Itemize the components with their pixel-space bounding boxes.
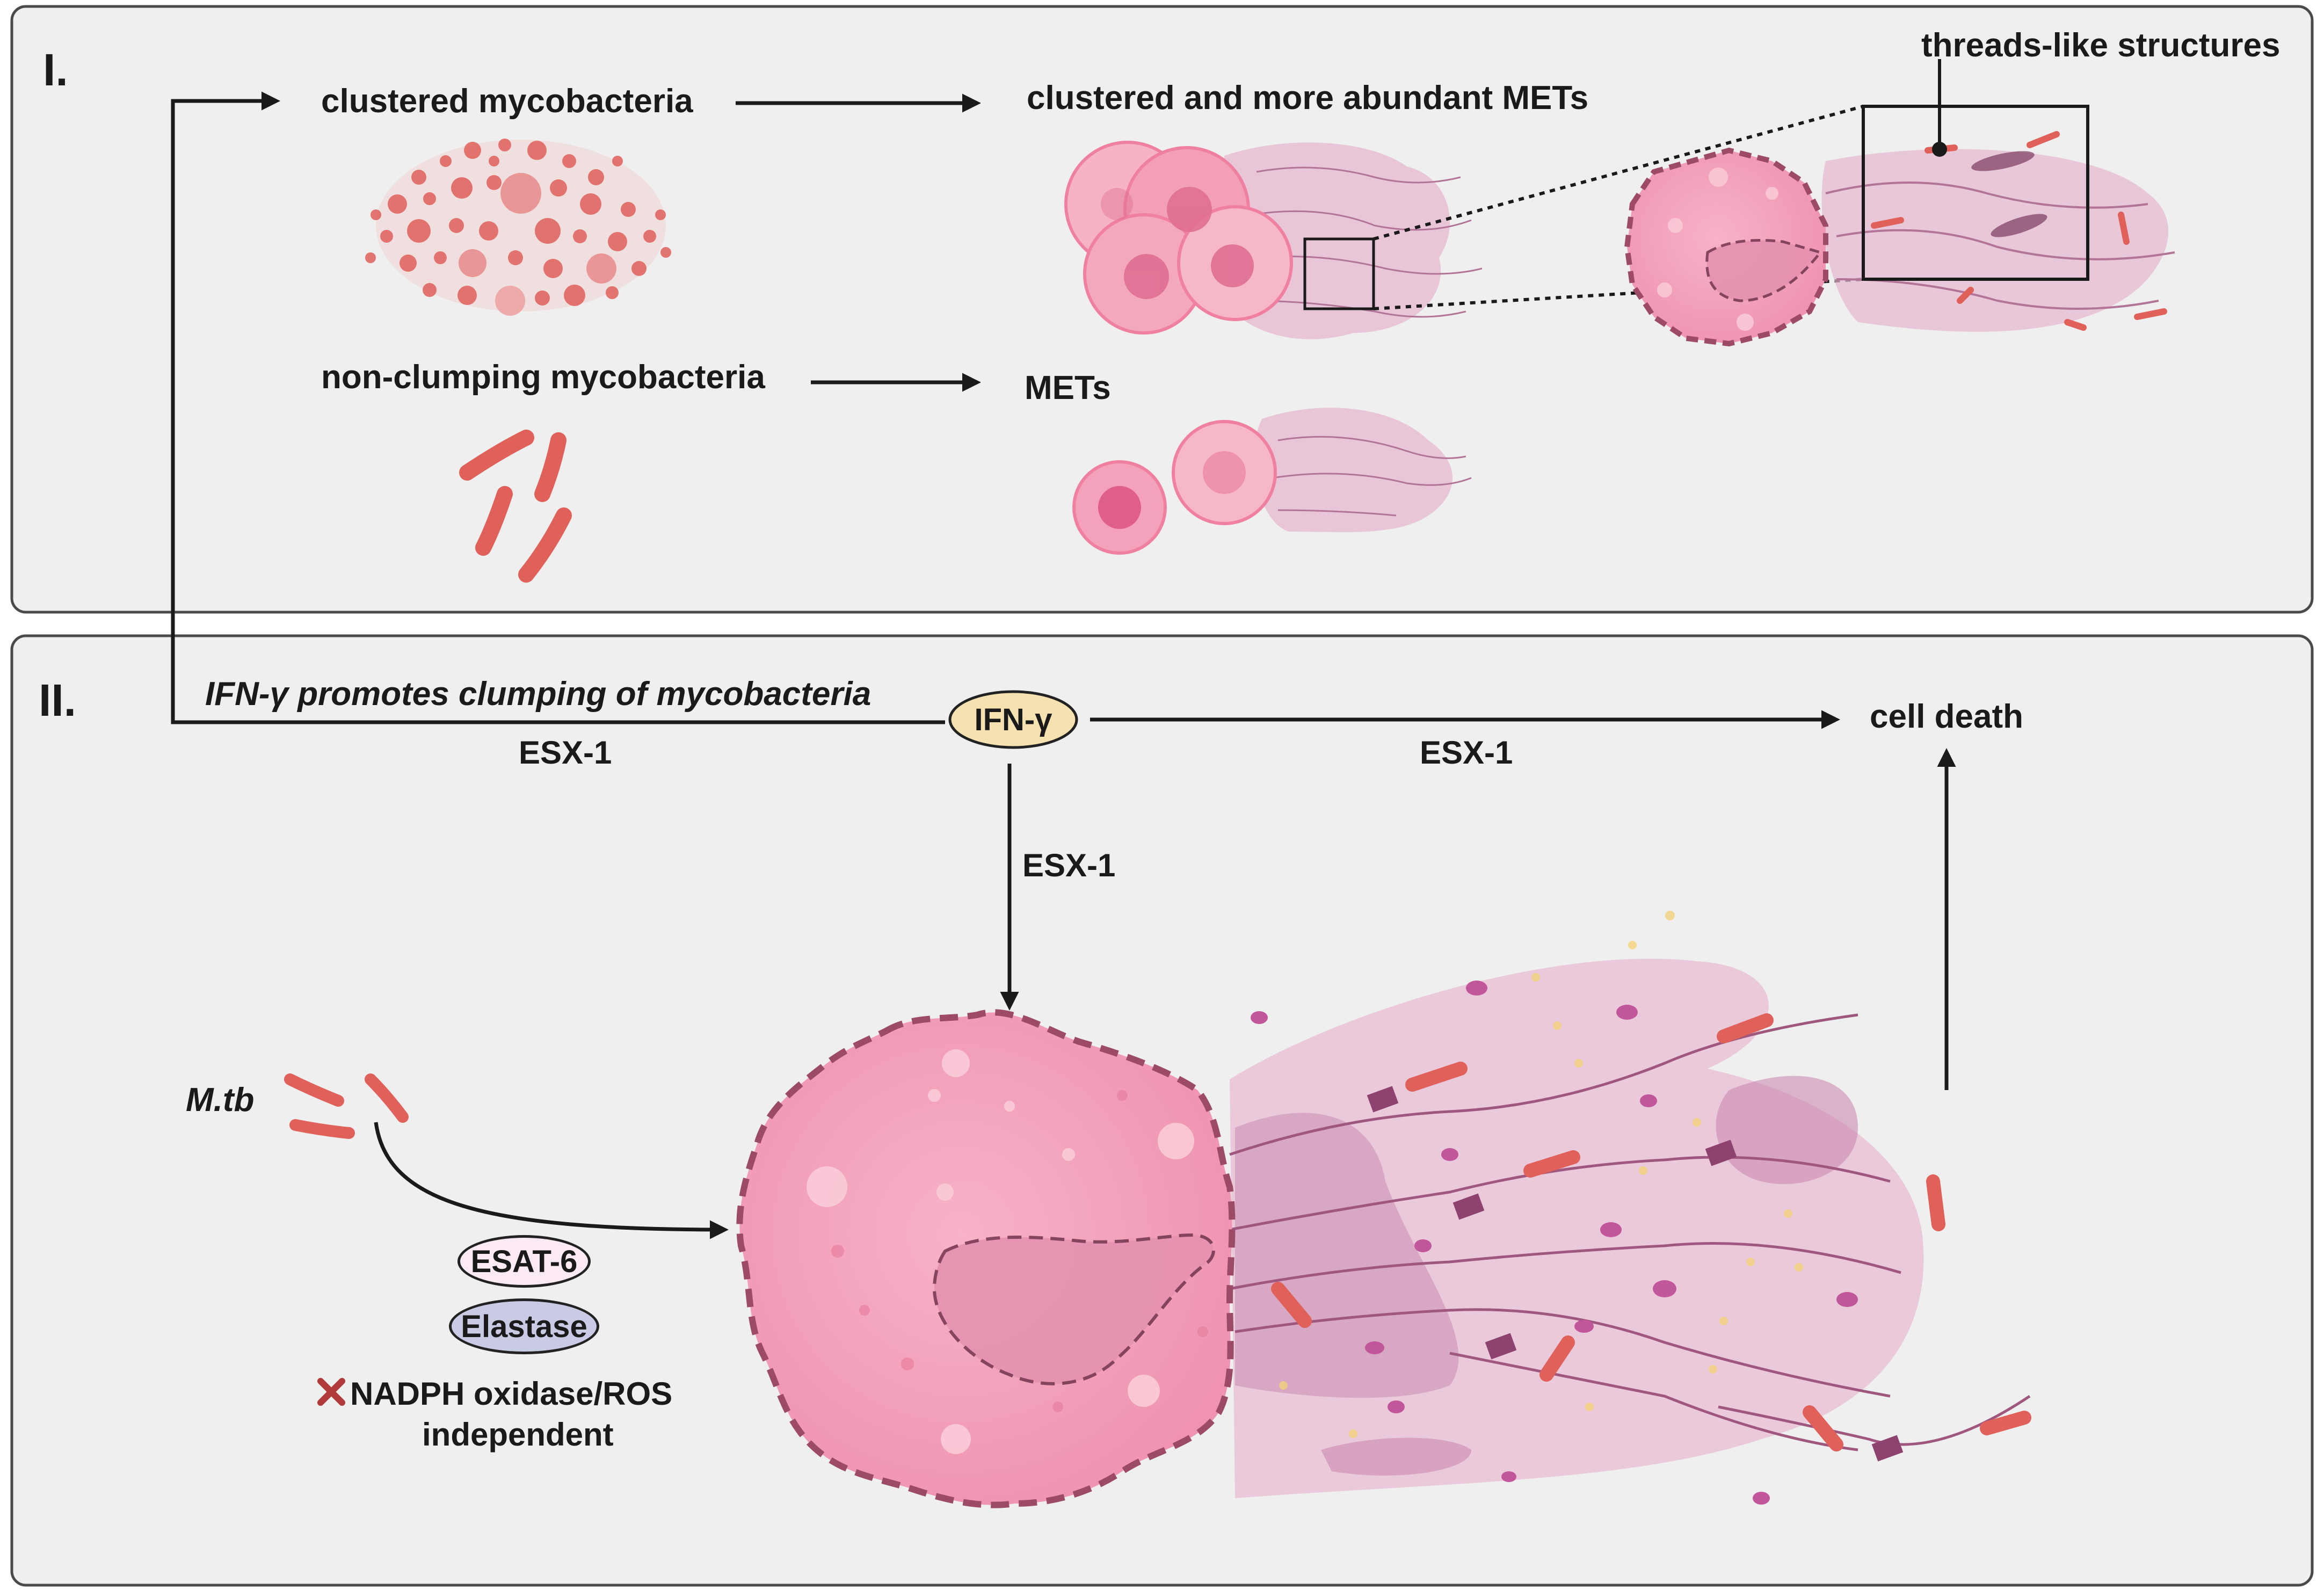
feedback-arrow	[171, 91, 945, 724]
clustered-mets-cells-icon	[1064, 141, 1483, 339]
threads-callout-leader	[1932, 59, 1947, 157]
clustered-mycobacteria-icon	[365, 139, 671, 316]
ifn-statement-label: IFN-γ promotes clumping of mycobacteria	[205, 676, 872, 713]
large-met-cloud-icon	[1229, 911, 2031, 1505]
non-clumping-mycobacteria-label: non-clumping mycobacteria	[321, 359, 765, 396]
cell-death-label: cell death	[1870, 698, 2023, 735]
threads-like-structures-label: threads-like structures	[1921, 27, 2281, 64]
ifn-gamma-node: IFN-γ	[974, 702, 1052, 737]
mtb-bacteria-icon	[284, 1073, 409, 1139]
zoom-source-box	[1303, 237, 1375, 310]
clustered-mycobacteria-label: clustered mycobacteria	[321, 83, 693, 120]
esx1-right-label: ESX-1	[1420, 735, 1513, 771]
mets-cells-icon	[1072, 408, 1472, 555]
esat6-badge: ESAT-6	[457, 1235, 591, 1288]
mets-label: METs	[1025, 369, 1111, 406]
zoomed-met-cell-icon	[1624, 105, 2175, 347]
non-clumping-mycobacteria-icon	[459, 430, 572, 583]
cross-mark-icon	[317, 1378, 345, 1406]
panel-one-arrows	[736, 93, 981, 392]
clustered-mets-label: clustered and more abundant METs	[1027, 79, 1589, 117]
panel-two-number: II.	[39, 675, 77, 725]
panel-one-number: I.	[43, 45, 68, 95]
large-neutrophil-cell-icon	[736, 1009, 1236, 1508]
nadph-line2-label: independent	[422, 1417, 614, 1453]
esx1-down-label: ESX-1	[1022, 847, 1116, 883]
mtb-label: M.tb	[186, 1081, 255, 1119]
esx1-left-label: ESX-1	[519, 735, 612, 771]
zoom-target-box	[1862, 105, 2089, 281]
ifn-gamma-node-shape	[948, 690, 1078, 749]
panel-two-arrows	[374, 710, 1956, 1239]
nadph-line1-label: NADPH oxidase/ROS	[350, 1376, 673, 1412]
elastase-badge: Elastase	[449, 1298, 599, 1354]
